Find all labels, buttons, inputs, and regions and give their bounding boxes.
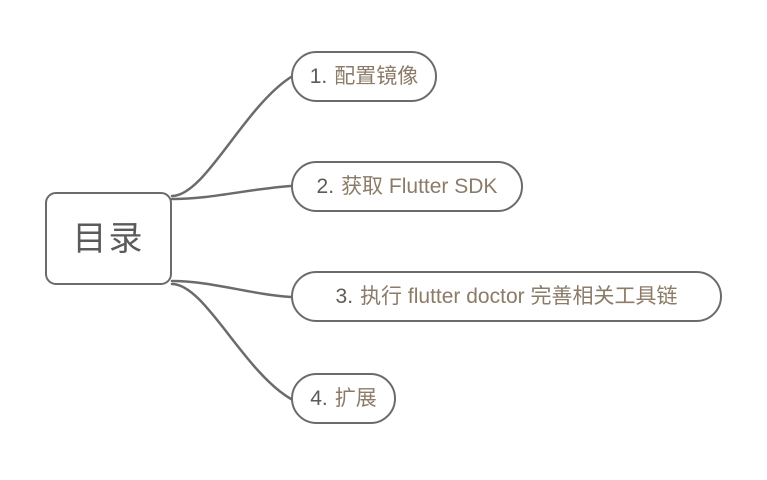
branch-node-2-label: 获取 Flutter SDK bbox=[341, 175, 498, 198]
branch-node-1-label: 配置镜像 bbox=[334, 65, 419, 88]
branch-node-4-index: 4. bbox=[310, 387, 328, 410]
branch-node-2[interactable]: 2. 获取 Flutter SDK bbox=[291, 161, 523, 212]
connector-to-branch-1 bbox=[170, 75, 293, 198]
branch-node-4-label: 扩展 bbox=[334, 387, 377, 410]
branch-node-3[interactable]: 3. 执行 flutter doctor 完善相关工具链 bbox=[291, 271, 722, 322]
connector-to-branch-2 bbox=[170, 184, 293, 201]
branch-node-1[interactable]: 1. 配置镜像 bbox=[291, 51, 437, 102]
branch-node-3-index: 3. bbox=[335, 285, 354, 308]
branch-node-3-label: 执行 flutter doctor 完善相关工具链 bbox=[360, 285, 678, 308]
connector-to-branch-4 bbox=[170, 282, 293, 401]
branch-node-1-index: 1. bbox=[309, 65, 328, 88]
branch-node-4[interactable]: 4. 扩展 bbox=[291, 373, 396, 424]
root-node[interactable]: 目录 bbox=[45, 192, 172, 285]
branch-node-2-index: 2. bbox=[316, 175, 335, 198]
connector-to-branch-3 bbox=[170, 279, 293, 299]
root-node-label: 目录 bbox=[72, 219, 145, 258]
